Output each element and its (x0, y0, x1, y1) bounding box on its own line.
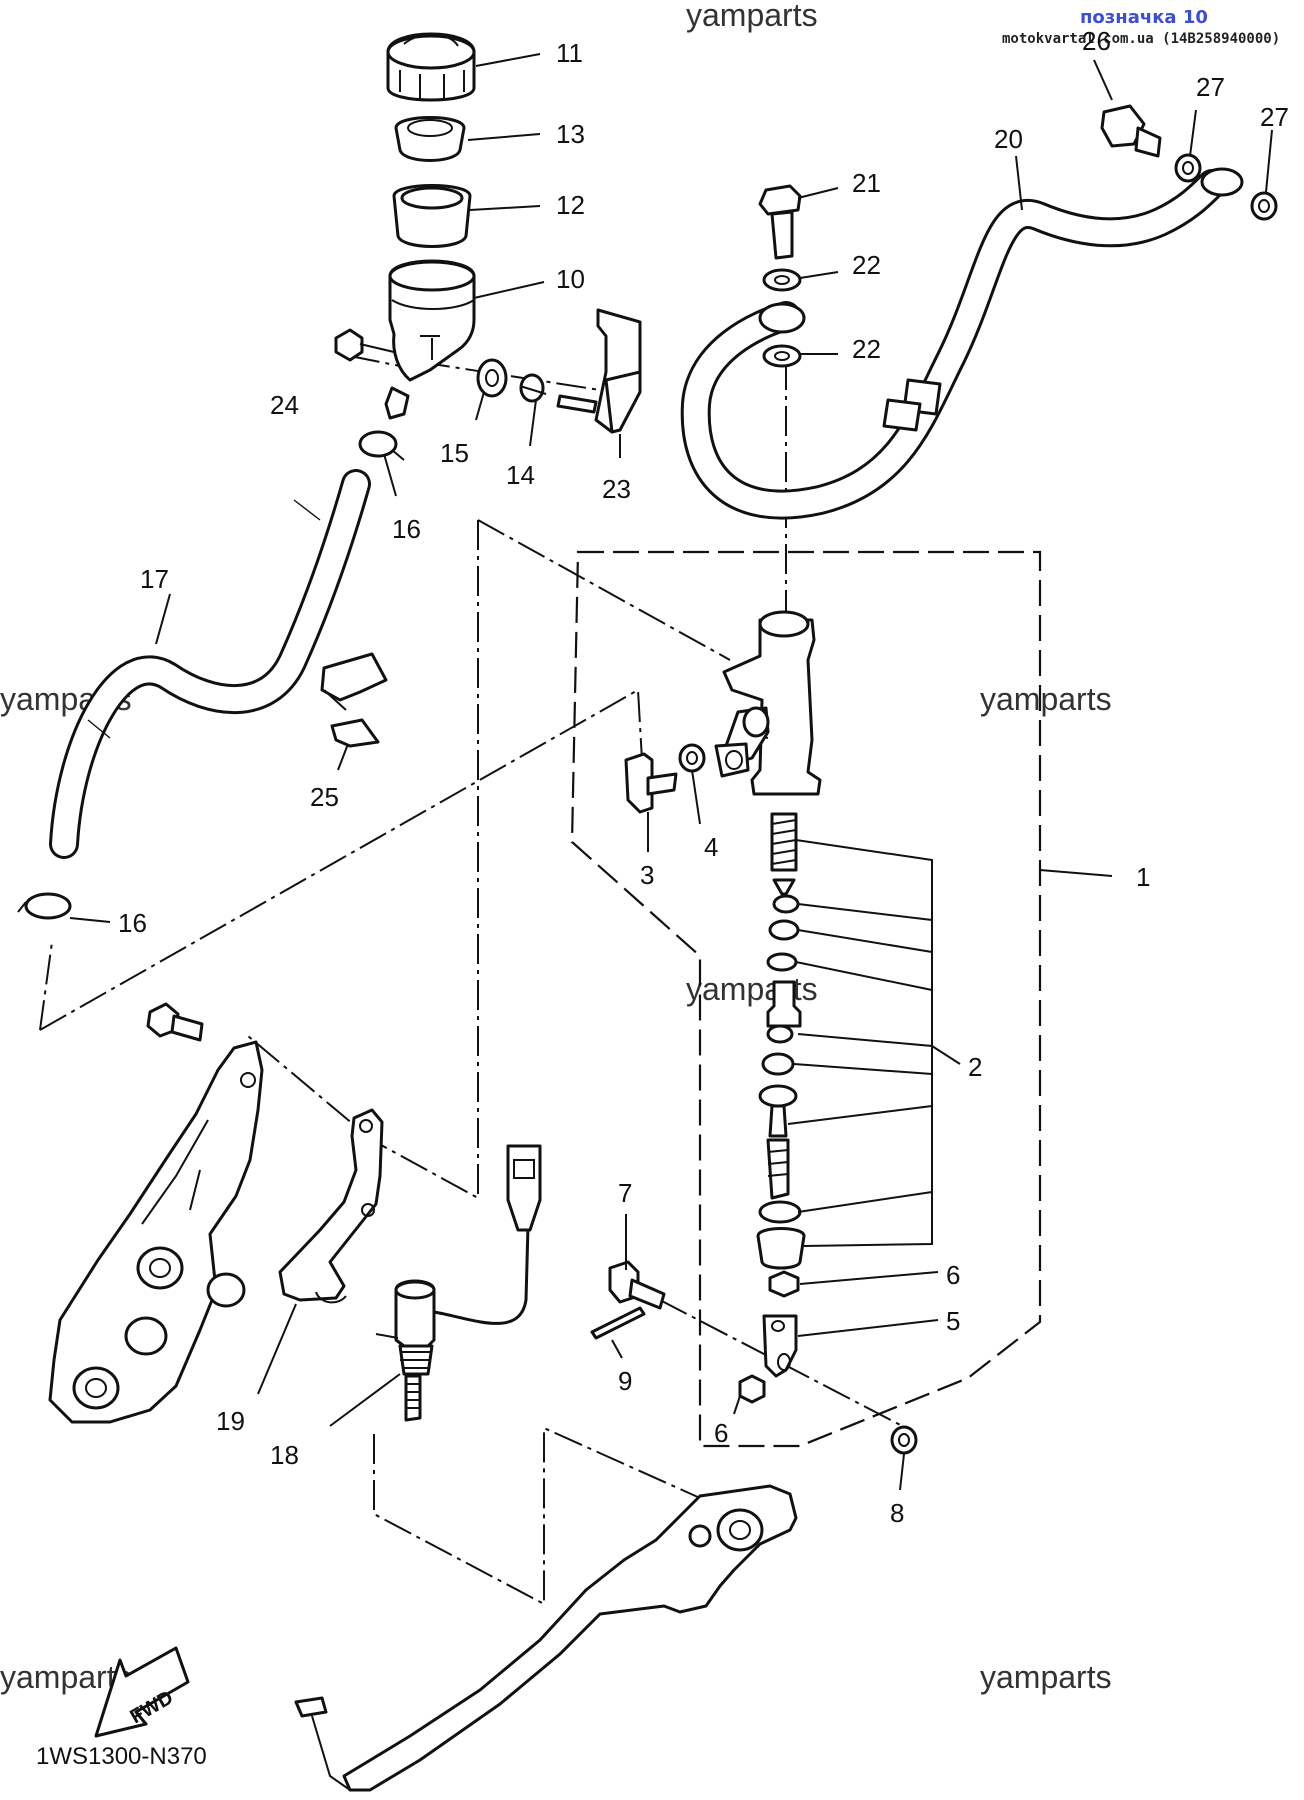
watermark: yamparts (980, 1659, 1112, 1695)
clevis (762, 1314, 798, 1378)
callout-6: 6 (946, 1260, 960, 1290)
watermark: yamparts (686, 971, 818, 1007)
washer (890, 1425, 918, 1455)
nut (334, 328, 364, 362)
screw (556, 394, 598, 414)
hose-clamp (17, 892, 72, 920)
diaphragm (392, 184, 472, 248)
site-reference: motokvartal.com.ua (14B258940000) (1002, 31, 1280, 47)
hose-banjo (1200, 167, 1244, 197)
switch-wire (433, 1225, 530, 1325)
callout-18: 18 (270, 1440, 299, 1470)
diaphragm-plate (394, 116, 466, 162)
callout-12: 12 (556, 190, 585, 220)
callout-7: 7 (618, 1178, 632, 1208)
callout-25: 25 (310, 782, 339, 812)
callout-5: 5 (946, 1306, 960, 1336)
assembly-boundary (570, 550, 1042, 1448)
callout-9: 9 (618, 1366, 632, 1396)
diagram-code: 1WS1300-N370 (36, 1743, 207, 1770)
reservoir-bracket (594, 308, 642, 434)
copper-washer (762, 344, 802, 368)
callout-17: 17 (140, 564, 169, 594)
hose-ferrule (882, 398, 922, 432)
callout-19: 19 (216, 1406, 245, 1436)
union-bolt (1100, 104, 1162, 158)
callout-23: 23 (602, 474, 631, 504)
footrest-bracket (48, 1040, 264, 1424)
callout-22-lower: 22 (852, 334, 881, 364)
brake-light-switch (394, 1279, 436, 1422)
callout-15: 15 (440, 438, 469, 468)
reference-line (247, 520, 479, 1200)
cotter-pin (590, 1306, 646, 1340)
copper-washer (762, 268, 802, 292)
callout-11: 11 (556, 38, 583, 68)
callout-20: 20 (994, 124, 1023, 154)
callout-26: 26 (1082, 26, 1111, 56)
callout-27: 27 (1196, 72, 1225, 102)
switch-connector (506, 1144, 542, 1232)
clevis-pin (608, 1260, 666, 1310)
callout-21: 21 (852, 168, 881, 198)
callout-1: 1 (1136, 862, 1150, 892)
callout-10: 10 (556, 264, 585, 294)
mounting-bolt (146, 1002, 204, 1042)
reference-line (349, 355, 401, 367)
hose-fitting (384, 386, 410, 420)
callout-4: 4 (704, 832, 718, 862)
reference-line (373, 1426, 709, 1606)
callout-16: 16 (392, 514, 421, 544)
reference-line (419, 361, 601, 391)
nut (738, 1374, 766, 1404)
o-ring (678, 743, 706, 773)
reference-line (477, 519, 731, 661)
grommet (476, 358, 508, 398)
callout-13: 13 (556, 119, 585, 149)
callout-14: 14 (506, 460, 535, 490)
reservoir-tank (388, 259, 476, 382)
callout-2: 2 (968, 1052, 982, 1082)
callout-22: 22 (852, 250, 881, 280)
union-bolt (758, 184, 802, 260)
callouts: 11 13 12 10 24 15 14 23 16 17 25 16 21 2… (118, 26, 1289, 1528)
hose-fitting-elbow (624, 752, 678, 814)
copper-washer (1174, 153, 1202, 183)
tag-label: позначка 10 (1080, 7, 1208, 28)
copper-washer (1250, 191, 1278, 221)
callout-16-lower: 16 (118, 908, 147, 938)
hose-banjo (758, 302, 806, 334)
callout-8: 8 (890, 1498, 904, 1528)
leader-lines (69, 53, 1273, 1491)
hose-clip (320, 652, 388, 748)
brake-pedal (294, 1484, 798, 1792)
callout-3: 3 (640, 860, 654, 890)
collar (519, 373, 547, 403)
watermark: yamparts (980, 681, 1112, 717)
watermark: yamparts (686, 0, 818, 33)
callout-6-lower: 6 (714, 1418, 728, 1448)
callout-24: 24 (270, 390, 299, 420)
cylinder-bracket (278, 1108, 384, 1304)
nut (768, 1270, 800, 1298)
reference-line (39, 941, 53, 1031)
reservoir-cap (386, 32, 476, 102)
piston-kit (756, 812, 806, 1270)
hose-clamp (358, 430, 405, 461)
callout-27-right: 27 (1260, 102, 1289, 132)
master-cylinder-body (714, 610, 822, 796)
